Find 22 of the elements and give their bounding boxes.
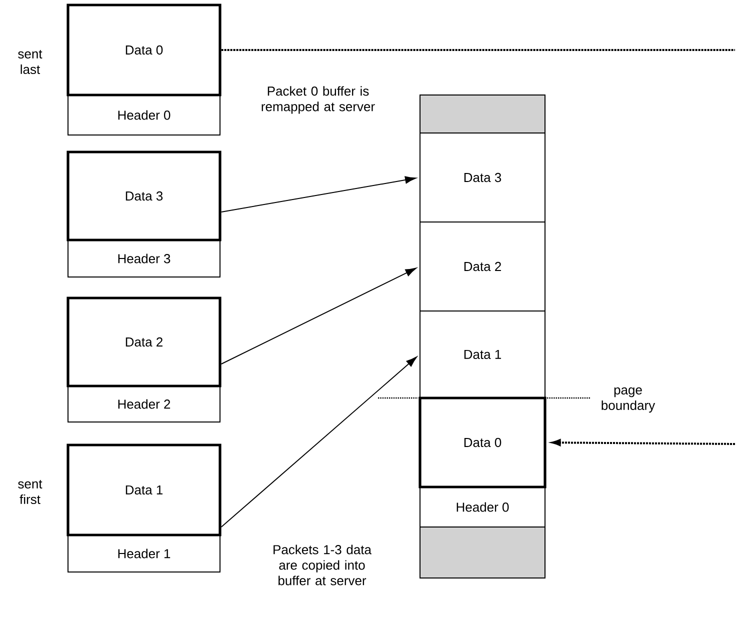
arrow	[220, 268, 416, 364]
note-text: Packets 1-3 data are copied into buffer at server	[274, 544, 372, 586]
data-box: Data 3	[66, 150, 222, 242]
data-box: Data 0	[66, 4, 222, 96]
shaded-box	[420, 94, 546, 134]
shaded-box	[420, 526, 546, 578]
header-box: Header 2	[68, 386, 220, 422]
header-box: Data 3	[420, 132, 546, 222]
header-box: Header 0	[68, 94, 220, 136]
note-text: page boundary	[602, 387, 656, 413]
note-text: sent last	[18, 50, 42, 74]
data-box: Data 1	[66, 444, 222, 536]
header-box: Header 1	[68, 534, 220, 572]
data-box: Data 2	[66, 296, 222, 388]
arrow	[220, 356, 417, 528]
header-box: Header 3	[68, 240, 220, 278]
header-box: Data 2	[420, 222, 546, 312]
note-text: Packet 0 buffer is remapped at server	[262, 86, 375, 114]
arrow	[220, 176, 416, 212]
note-text: sent first	[18, 480, 42, 504]
data-box: Data 0	[418, 396, 546, 488]
header-box: Data 1	[420, 310, 546, 398]
